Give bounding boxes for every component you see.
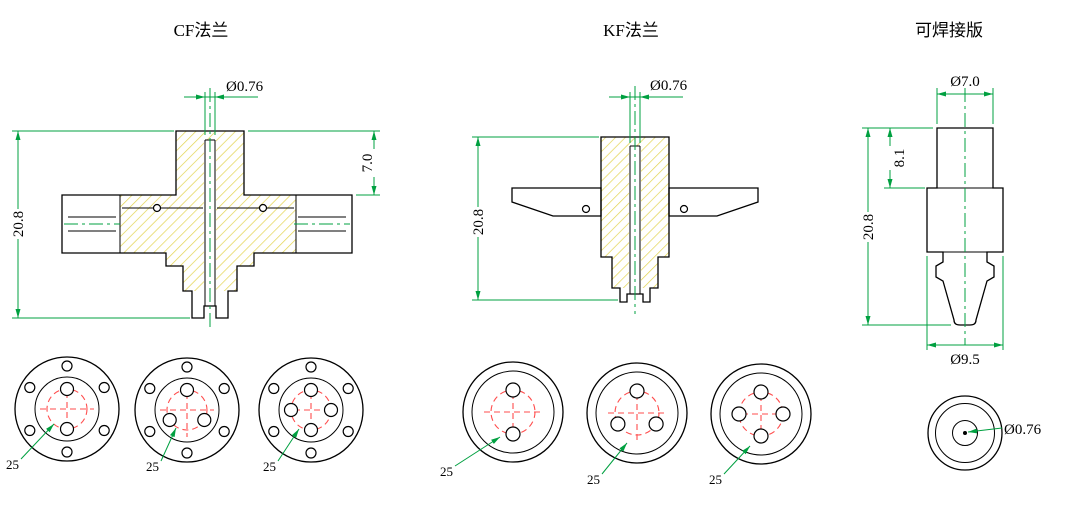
kf-leader-label-1: 25 xyxy=(440,464,453,479)
cf-dim-hole-diameter: Ø0.76 xyxy=(226,79,264,95)
weldable-hole-leader-line xyxy=(967,427,1003,434)
kf-oring-right xyxy=(679,204,689,214)
kf-leader-label-2: 25 xyxy=(587,472,600,487)
cf-face-view-4pin xyxy=(258,357,364,463)
kf-title: KF法兰 xyxy=(603,21,659,40)
cf-dim-total-height: 20.8 xyxy=(11,211,27,237)
kf-face-view-3pin xyxy=(586,362,688,464)
cf-leader-line-3 xyxy=(277,428,300,462)
cf-face-views: 25 25 xyxy=(6,356,364,474)
cf-leader-line-1 xyxy=(20,423,55,460)
kf-oring-left xyxy=(581,204,591,214)
cf-leader-label-2: 25 xyxy=(146,459,159,474)
kf-leader-label-3: 25 xyxy=(709,472,722,487)
kf-dim-total-height: 20.8 xyxy=(471,209,487,235)
cf-face-view-2pin xyxy=(14,356,120,462)
weldable-section: Ø7.0 8.1 20.8 Ø9.5 Ø0.76 xyxy=(861,74,1042,471)
kf-section: Ø0.76 20.8 25 xyxy=(440,78,812,487)
cf-title: CF法兰 xyxy=(174,21,229,40)
cf-face-view-3pin xyxy=(134,357,240,463)
weldable-dim-top-height: 8.1 xyxy=(892,149,908,168)
kf-cross-section-view xyxy=(511,86,759,314)
weldable-face-view: Ø0.76 xyxy=(927,395,1042,471)
cf-section: Ø0.76 7.0 20.8 xyxy=(6,79,380,474)
kf-dim-hole-diameter: Ø0.76 xyxy=(650,78,688,94)
kf-leader-line-2 xyxy=(601,442,628,475)
kf-leader-line-3 xyxy=(723,445,751,475)
cf-cross-section-view xyxy=(61,88,353,330)
weldable-center-hole xyxy=(963,431,967,435)
cf-bolt-hole-section xyxy=(68,216,346,232)
kf-face-views: 25 25 xyxy=(440,361,812,487)
kf-face-view-2pin xyxy=(462,361,564,463)
kf-dimensions: Ø0.76 20.8 xyxy=(471,78,688,301)
kf-face-view-4pin xyxy=(710,363,812,465)
weldable-side-view xyxy=(926,88,1004,345)
weldable-dimensions: Ø7.0 8.1 20.8 Ø9.5 xyxy=(861,74,1004,368)
kf-leader-line-1 xyxy=(454,436,501,467)
weldable-dim-top-diameter: Ø7.0 xyxy=(950,74,980,90)
cf-gasket-left xyxy=(152,203,162,213)
cf-dim-neck-height: 7.0 xyxy=(360,154,376,173)
cf-leader-label-1: 25 xyxy=(6,457,19,472)
cf-leader-label-3: 25 xyxy=(263,459,276,474)
cf-gasket-right xyxy=(258,203,268,213)
weldable-dim-total-height: 20.8 xyxy=(861,214,877,240)
cf-dimensions: Ø0.76 7.0 20.8 xyxy=(11,79,380,319)
cf-leader-line-2 xyxy=(160,427,177,462)
weldable-title: 可焊接版 xyxy=(915,21,983,40)
weldable-dim-body-diameter: Ø9.5 xyxy=(950,352,980,368)
weldable-dim-hole-diameter: Ø0.76 xyxy=(1004,422,1042,438)
